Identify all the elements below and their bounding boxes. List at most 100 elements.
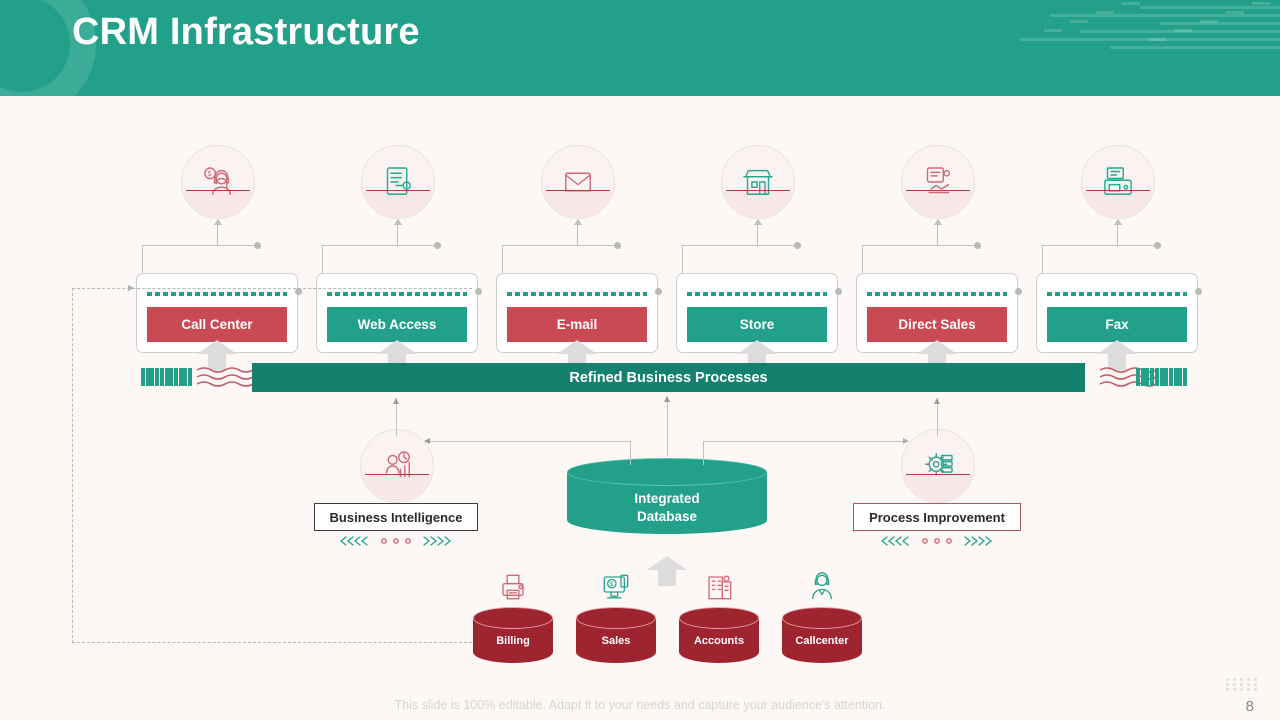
- channel-card-call-center[interactable]: Call Center: [136, 273, 298, 353]
- card-top-rail: [1042, 245, 1156, 246]
- channel-label: Fax: [1047, 307, 1187, 342]
- sales-monitor-icon: $: [593, 564, 639, 610]
- corner-dots-icon: [1226, 678, 1260, 692]
- circle-to-card-arrow: [213, 219, 222, 245]
- database-label-line2: Database: [636, 509, 698, 524]
- channel-card-web-access[interactable]: Web Access: [316, 273, 478, 353]
- bi-to-bar-arrowhead: [392, 398, 399, 404]
- db-right-arrowhead: [903, 437, 909, 444]
- bi-to-bar-line: [396, 398, 397, 436]
- channel-icon-circle: [1081, 145, 1155, 219]
- channel-card-fax[interactable]: Fax: [1036, 273, 1198, 353]
- card-top-rail-v: [862, 245, 863, 273]
- channel-label: Call Center: [147, 307, 287, 342]
- channel-label: E-mail: [507, 307, 647, 342]
- slide-header: CRM Infrastructure: [0, 0, 1280, 96]
- circle-node-dot: [1154, 242, 1161, 249]
- callcenter-person-icon: [799, 564, 845, 610]
- cylinder-top: [567, 458, 767, 486]
- sources-to-db-arrow: [647, 556, 687, 586]
- channel-icon-circle: [361, 145, 435, 219]
- svg-text:$: $: [609, 581, 613, 588]
- card-top-rail: [502, 245, 616, 246]
- source-cylinder-callcenter[interactable]: Callcenter: [782, 607, 862, 663]
- channel-card-direct-sales[interactable]: Direct Sales: [856, 273, 1018, 353]
- db-to-bar-arrowhead: [663, 396, 670, 402]
- integrated-database-cylinder: Integrated Database: [567, 458, 767, 534]
- svg-text:$: $: [208, 171, 212, 178]
- card-top-rail: [142, 245, 256, 246]
- circle-to-card-arrow: [753, 219, 762, 245]
- billing-printer-icon: [490, 564, 536, 610]
- card-dotted-rule: [327, 292, 467, 296]
- feedback-loop-path: [72, 288, 472, 643]
- channel-label: Web Access: [327, 307, 467, 342]
- left-waves-icon: [197, 366, 257, 388]
- db-left-branch-v: [630, 441, 631, 465]
- decorative-stripes-icon: [1010, 0, 1280, 56]
- mid-node-label-text: Process Improvement: [869, 509, 1005, 525]
- source-label: Billing: [496, 635, 530, 647]
- circle-node-dot: [794, 242, 801, 249]
- mid-node-label-text: Business Intelligence: [329, 509, 463, 525]
- mid-node-label-process-improvement[interactable]: Process Improvement: [853, 503, 1021, 531]
- source-cylinder-sales[interactable]: Sales: [576, 607, 656, 663]
- fax-machine-icon: [1082, 146, 1154, 218]
- direct-sales-handshake-icon: [902, 146, 974, 218]
- card-node-dot: [475, 288, 482, 295]
- source-cylinder-billing[interactable]: Billing: [473, 607, 553, 663]
- card-dotted-rule: [687, 292, 827, 296]
- circle-node-dot: [974, 242, 981, 249]
- source-cylinder-accounts[interactable]: Accounts: [679, 607, 759, 663]
- pi-to-bar-line: [937, 398, 938, 436]
- card-dotted-rule: [867, 292, 1007, 296]
- circle-node-dot: [614, 242, 621, 249]
- channel-card-store[interactable]: Store: [676, 273, 838, 353]
- card-top-rail-v: [322, 245, 323, 273]
- card-top-rail: [322, 245, 436, 246]
- mid-node-label-business-intelligence[interactable]: Business Intelligence: [314, 503, 478, 531]
- db-right-branch-h: [703, 441, 903, 442]
- channel-label: Store: [687, 307, 827, 342]
- channel-icon-circle: [541, 145, 615, 219]
- footer-note: This slide is 100% editable. Adapt it to…: [394, 698, 886, 712]
- channel-icon-circle: [901, 145, 975, 219]
- channel-icon-circle: [721, 145, 795, 219]
- refined-business-processes-bar: Refined Business Processes: [252, 363, 1085, 392]
- circle-to-card-arrow: [1113, 219, 1122, 245]
- card-node-dot: [835, 288, 842, 295]
- process-gear-server-icon: [902, 430, 974, 502]
- bar-to-card-arrow: [1097, 340, 1137, 370]
- channel-card-e-mail[interactable]: E-mail: [496, 273, 658, 353]
- call-center-agent-icon: $: [182, 146, 254, 218]
- source-label: Accounts: [693, 635, 745, 647]
- source-label: Sales: [601, 635, 631, 647]
- feedback-loop-arrowhead: [128, 284, 134, 291]
- card-node-dot: [1195, 288, 1202, 295]
- card-dotted-rule: [1047, 292, 1187, 296]
- left-teal-bars-icon: [141, 368, 193, 386]
- shop-storefront-icon: [722, 146, 794, 218]
- card-dotted-rule: [507, 292, 647, 296]
- db-right-branch-v: [703, 441, 704, 465]
- card-top-rail: [682, 245, 796, 246]
- bar-to-card-arrow: [197, 340, 237, 370]
- mid-node-icon-circle: [360, 429, 434, 503]
- cylinder-bottom: [567, 506, 767, 534]
- chevrons-decor-icon: [336, 534, 456, 546]
- card-top-rail-v: [682, 245, 683, 273]
- db-to-bar-line: [667, 396, 668, 456]
- web-document-key-icon: [362, 146, 434, 218]
- card-top-rail: [862, 245, 976, 246]
- channel-label: Direct Sales: [867, 307, 1007, 342]
- database-label-line1: Integrated: [634, 491, 700, 506]
- circle-node-dot: [434, 242, 441, 249]
- email-envelope-icon: [542, 146, 614, 218]
- circle-to-card-arrow: [573, 219, 582, 245]
- refined-bar-label: Refined Business Processes: [569, 369, 768, 386]
- db-left-arrowhead: [424, 437, 430, 444]
- accounts-building-icon: [696, 564, 742, 610]
- circle-node-dot: [254, 242, 261, 249]
- right-teal-bars-icon: [1136, 368, 1188, 386]
